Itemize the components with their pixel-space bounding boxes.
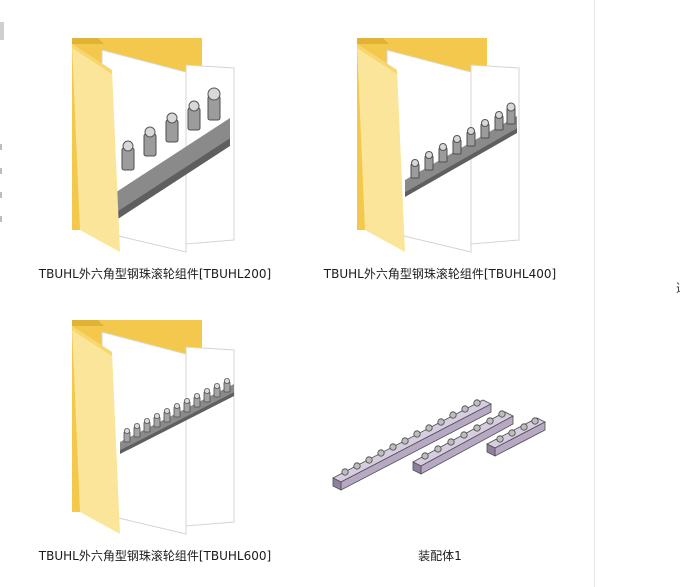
folder-name-label: TBUHL外六角型钢珠滚轮组件[TBUHL600] xyxy=(38,549,272,563)
folder-item-tbuhl200[interactable]: TBUHL外六角型钢珠滚轮组件[TBUHL200] xyxy=(20,30,290,302)
folder-item-tbuhl600[interactable]: TBUHL外六角型钢珠滚轮组件[TBUHL600] xyxy=(20,312,290,584)
folder-item-tbuhl400[interactable]: TBUHL外六角型钢珠滚轮组件[TBUHL400] xyxy=(305,30,575,302)
right-pane-clipped-text: 选 xyxy=(676,279,680,296)
file-view: TBUHL外六角型钢珠滚轮组件[TBUHL200] xyxy=(0,0,575,587)
folder-icon xyxy=(20,30,290,262)
assembly-file-icon xyxy=(305,312,575,544)
pane-edge-mark xyxy=(0,168,2,174)
pane-edge-mark xyxy=(0,144,2,150)
pane-edge-tick xyxy=(0,22,4,40)
file-item-assembly[interactable]: 装配体1 xyxy=(305,312,575,584)
folder-name-label: TBUHL外六角型钢珠滚轮组件[TBUHL200] xyxy=(38,267,272,281)
pane-edge-mark xyxy=(0,192,2,198)
pane-divider[interactable] xyxy=(594,0,595,587)
folder-icon xyxy=(20,312,290,544)
left-pane-edge xyxy=(0,0,4,587)
pane-edge-mark xyxy=(0,216,2,222)
folder-icon xyxy=(305,30,575,262)
file-name-label: 装配体1 xyxy=(418,549,462,563)
folder-name-label: TBUHL外六角型钢珠滚轮组件[TBUHL400] xyxy=(323,267,557,281)
